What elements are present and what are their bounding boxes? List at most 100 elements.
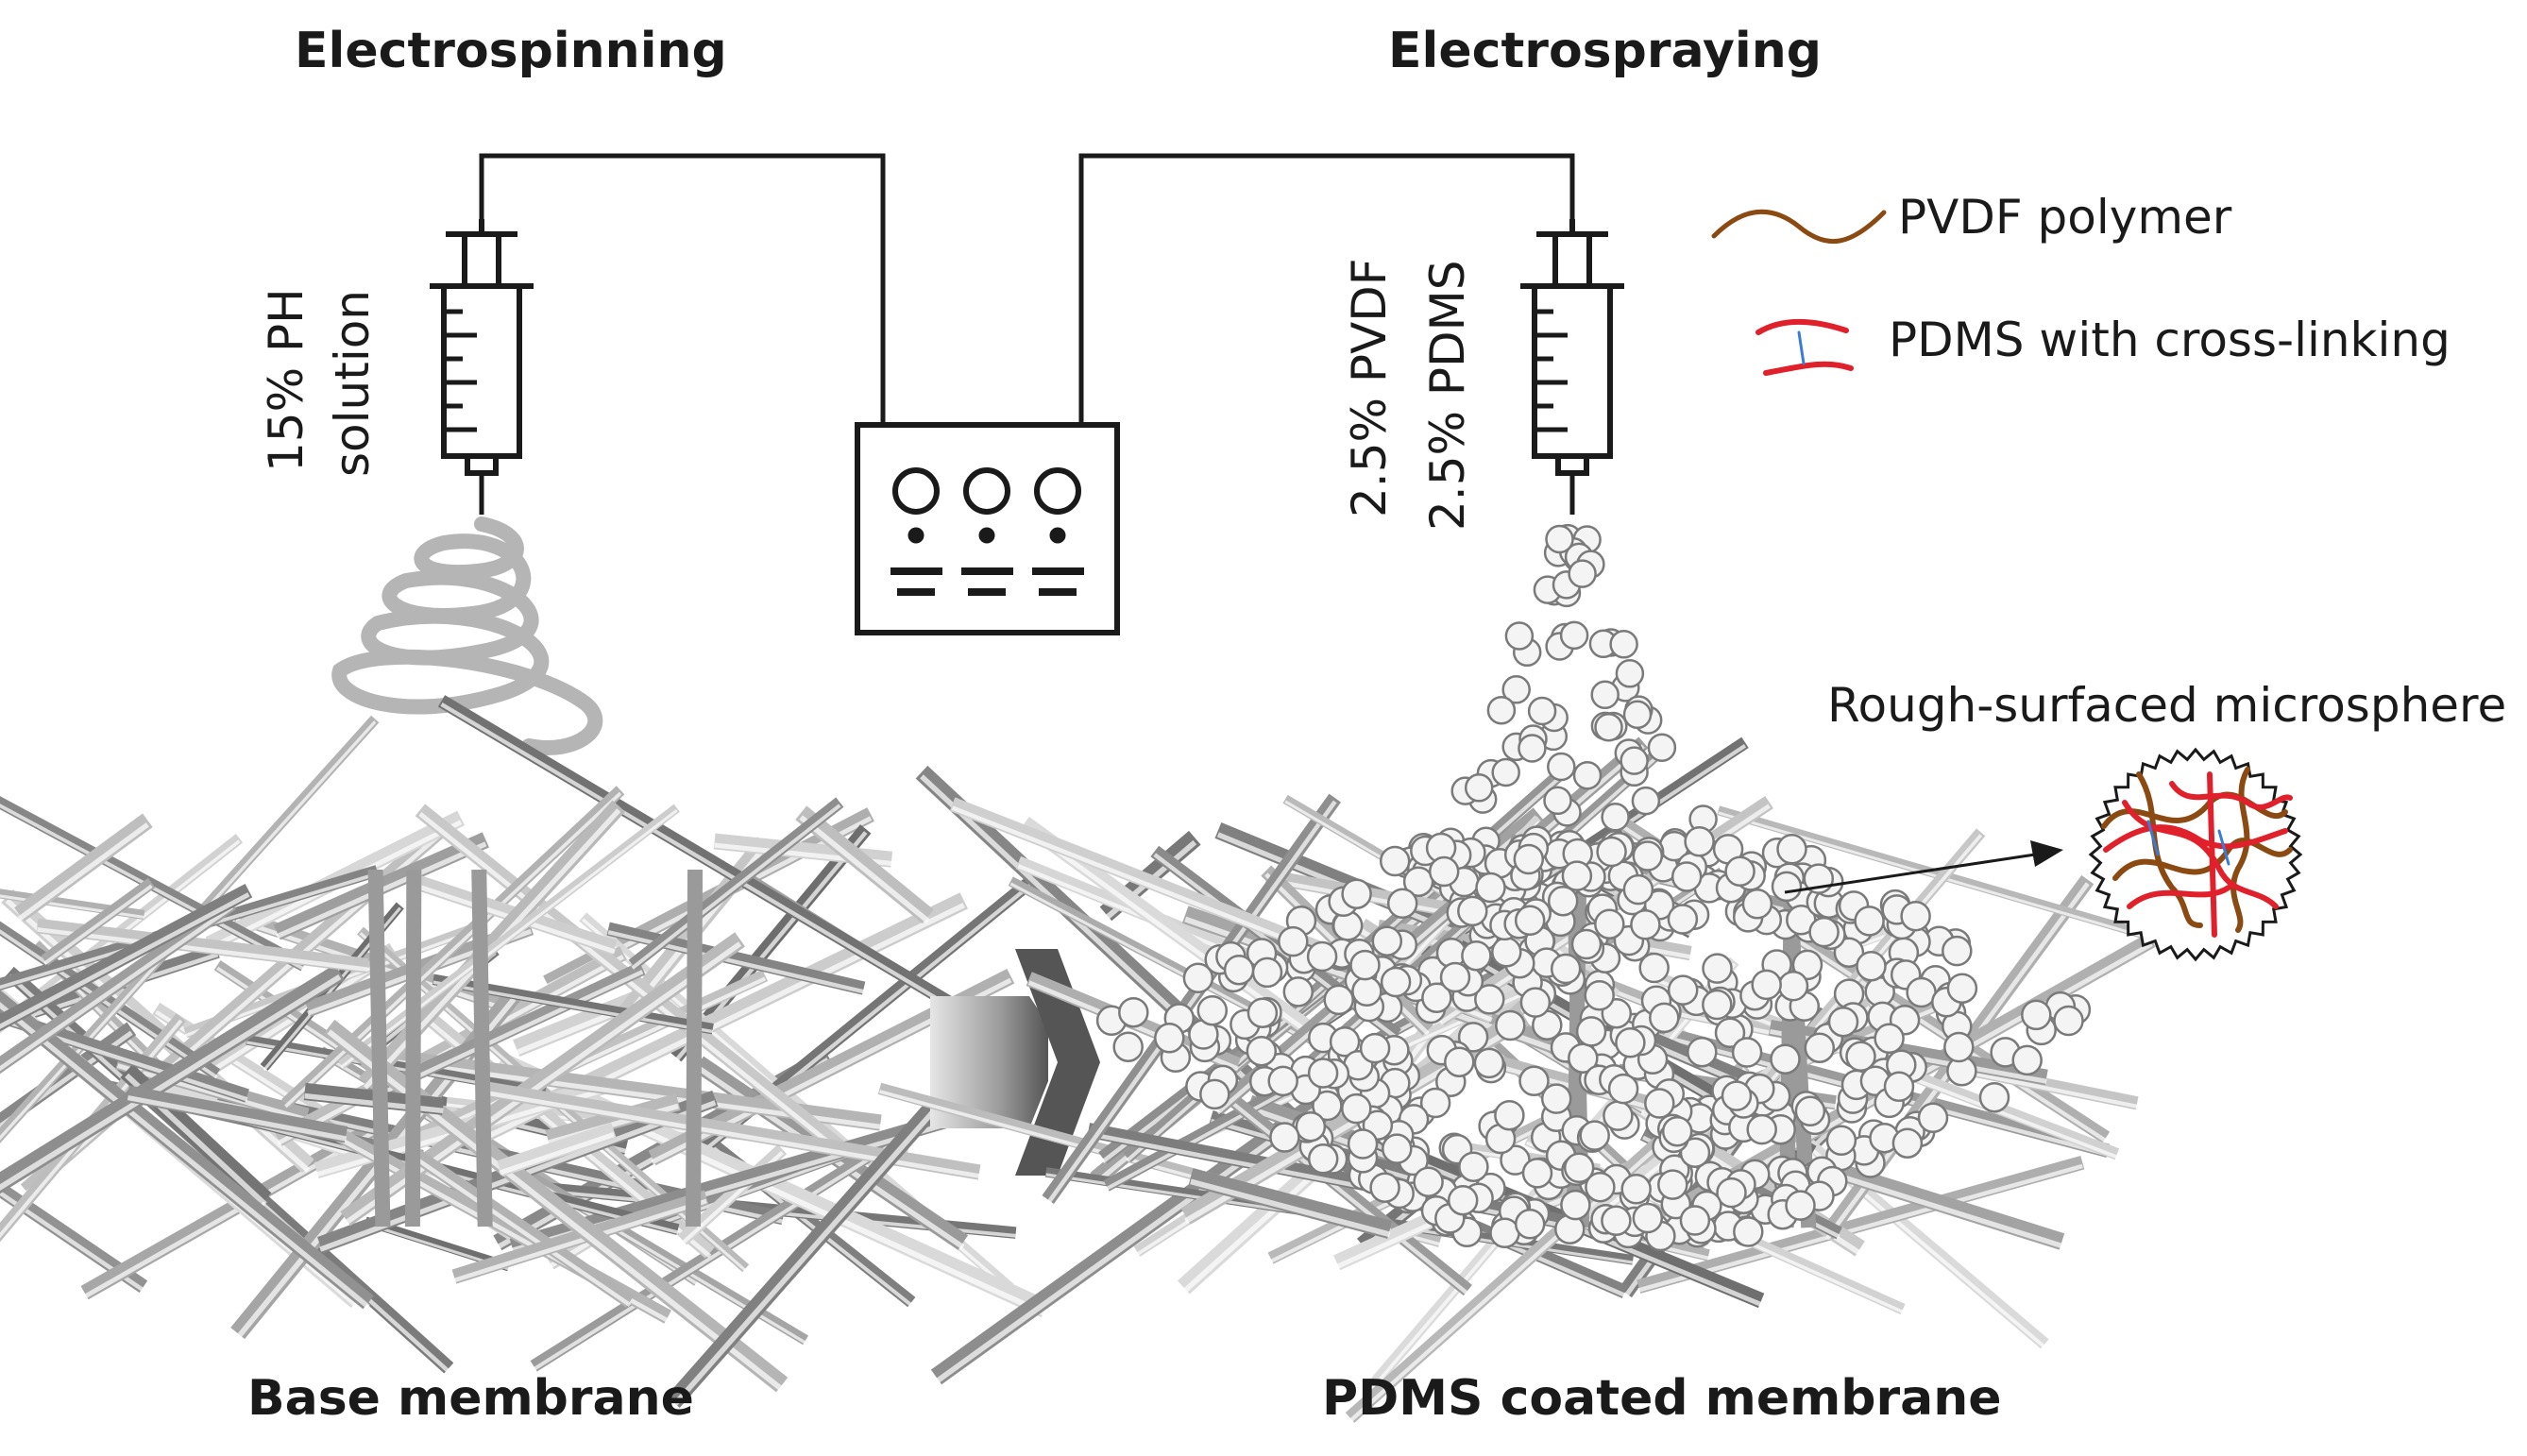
fiber-highlight [17,822,149,922]
microsphere [1444,1046,1475,1077]
fiber [408,1146,635,1308]
microsphere [1439,961,1471,993]
microsphere [1514,905,1546,937]
microsphere [1603,1100,1634,1131]
electrospinning-title: Electrospinning [295,23,727,79]
microsphere [1323,984,1354,1016]
solution-label-line2: solution [325,290,380,477]
spray-label-line1: 2.5% PVDF [1342,258,1397,517]
microsphere [1351,975,1382,1007]
microsphere [1380,966,1412,998]
microsphere [1267,1065,1298,1097]
microsphere [1307,1058,1339,1089]
microsphere [1630,909,1661,940]
microsphere [1942,935,1973,967]
microsphere [2011,1044,2043,1076]
microsphere [1246,1035,1278,1067]
microsphere [2021,999,2052,1031]
microsphere [1521,1158,1553,1189]
microsphere [1550,953,1582,985]
fiber-highlight [631,804,841,970]
microsphere [1572,760,1603,790]
microsphere [1594,712,1623,742]
fiber-highlight [483,1090,980,1178]
fiber-highlight [1045,800,1337,1205]
fiber [1209,1078,1472,1296]
fiber-highlight [284,791,622,1109]
microsphere [1491,937,1522,968]
microsphere [1833,937,1865,968]
fiber-highlight [0,872,378,990]
microsphere [1570,928,1603,960]
syringe-left-icon [430,219,534,515]
microsphere [1590,680,1620,710]
microsphere [1369,1172,1400,1203]
fiber [1020,817,1347,1059]
electrospraying-title: Electrospraying [1388,23,1822,79]
microsphere [1900,900,1931,932]
fiber-highlight [37,927,368,973]
microsphere [1473,1047,1505,1079]
microsphere [1943,1031,1975,1063]
microsphere [1856,950,1887,982]
microsphere [1808,916,1840,948]
fiber-highlight [670,1092,951,1409]
base-membrane-label: Base membrane [247,1370,694,1427]
microsphere [2053,1005,2084,1037]
microsphere [1464,773,1494,803]
microsphere [1667,904,1699,935]
microsphere [1661,1115,1693,1147]
microsphere [1771,871,1803,903]
fiber-jet-coil [331,516,603,755]
microsphere [1874,1023,1905,1055]
microsphere [1196,994,1229,1026]
microsphere [1282,976,1314,1007]
fiber [274,945,627,1146]
microsphere [1386,888,1418,920]
microsphere [1622,873,1654,906]
fiber [545,1092,681,1147]
fiber [0,897,237,1075]
microsphere [1341,878,1372,909]
microsphere [1295,1110,1327,1143]
solution-label-line1: 15% PH [259,288,314,472]
microsphere [1491,757,1520,787]
microsphere [1306,940,1338,973]
pvdf-polymer-icon [1711,209,1887,244]
microsphere [1341,1092,1372,1125]
microsphere [1679,1205,1711,1236]
fiber-highlight [1815,1166,2063,1249]
fiber-highlight [607,930,865,994]
microsphere [1946,973,1978,1004]
microsphere [1632,840,1664,872]
fiber [0,796,307,972]
microsphere [1620,746,1649,775]
fiber-highlight [116,1063,308,1123]
microsphere [1419,1087,1451,1119]
fiber-highlight [440,703,959,1013]
microsphere [1560,1189,1591,1221]
microsphere [1371,925,1403,957]
microsphere [1575,1016,1607,1047]
fiber-highlight [418,812,840,1153]
fiber-highlight [411,1154,632,1308]
microsphere [1702,989,1733,1021]
microsphere [1716,1177,1747,1209]
microsphere [1585,1171,1616,1203]
fiber [628,797,844,971]
microsphere [1601,1205,1632,1237]
microsphere [1917,1102,1949,1134]
microsphere [1825,1125,1857,1157]
fiber [338,804,680,1069]
microsphere [1804,1032,1836,1063]
microsphere [1543,786,1572,816]
fiber [437,695,962,1014]
fiber-highlight [127,1094,347,1142]
fiber [0,1180,148,1294]
microsphere [1891,1127,1924,1159]
fiber-highlight [43,884,153,965]
microsphere [1632,1202,1664,1234]
microsphere-detail [2088,747,2303,962]
fiber-highlight [411,976,767,1143]
